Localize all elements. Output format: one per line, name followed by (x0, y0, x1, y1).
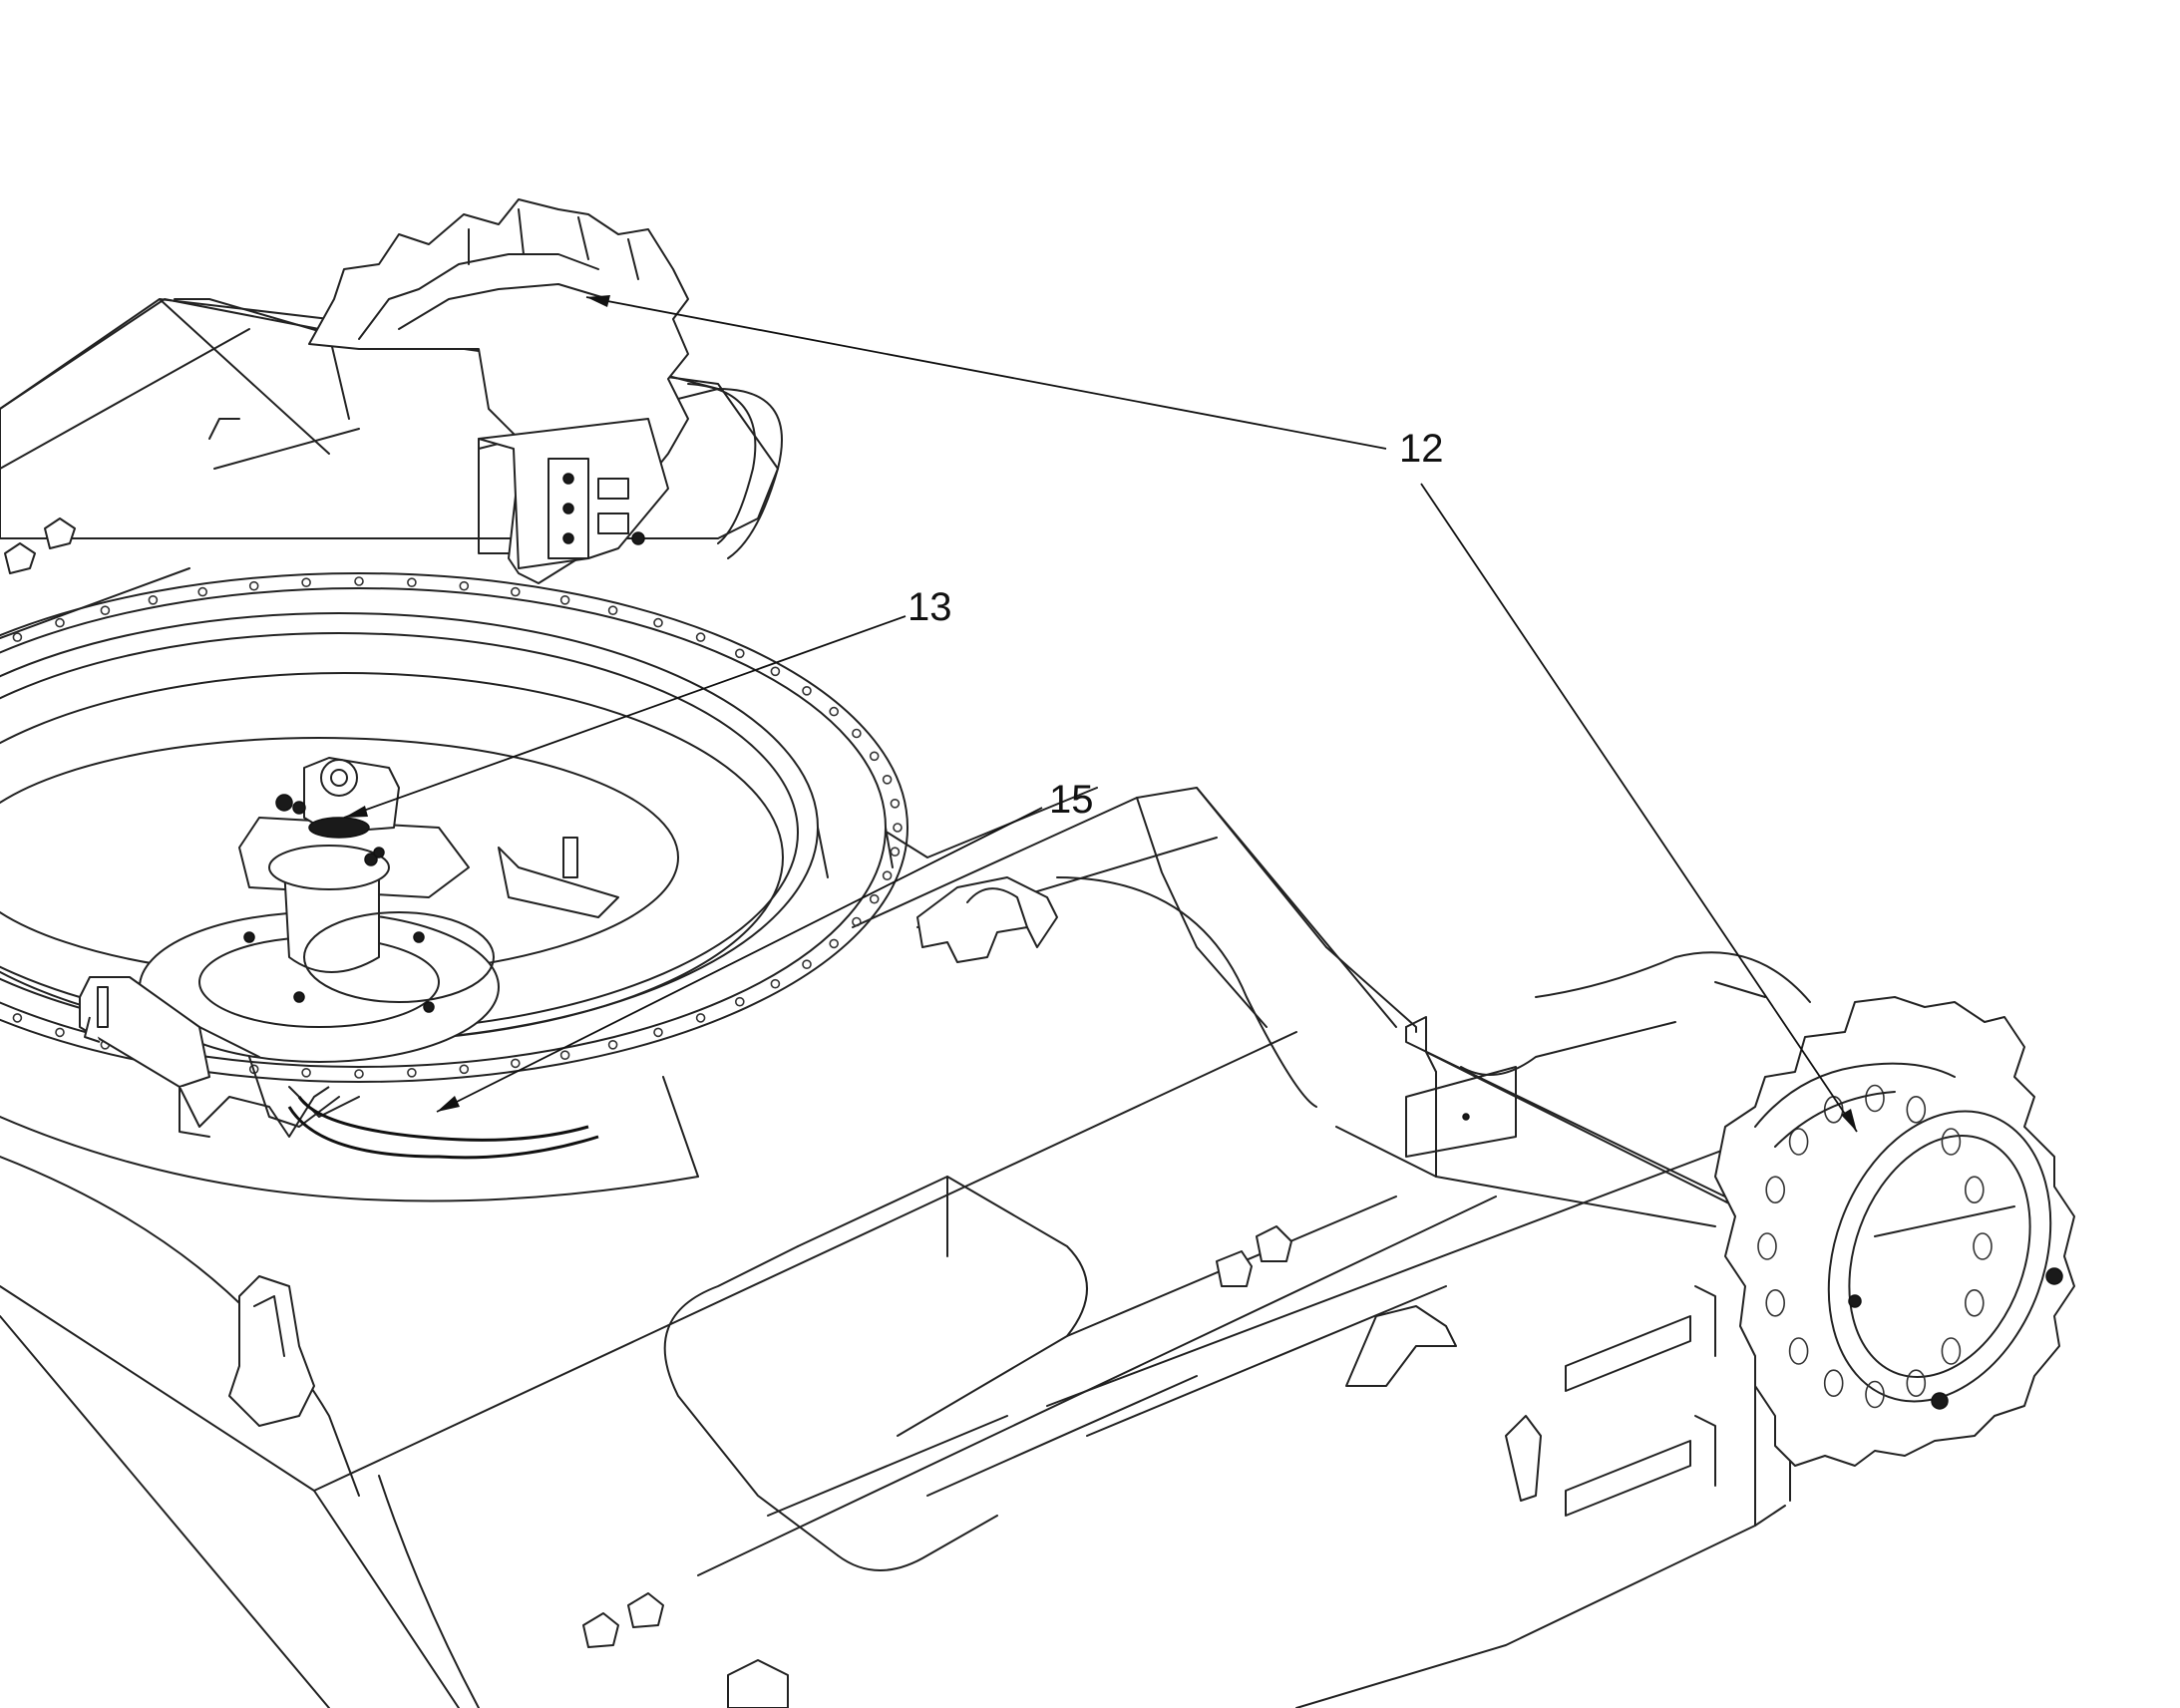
ring-bolt-hole (12, 1013, 23, 1023)
sprocket-roller (1865, 1380, 1885, 1409)
ring-bolt-hole (510, 586, 521, 597)
ring-bolt-hole (829, 706, 840, 717)
ring-bolt-hole (695, 632, 706, 642)
ring-bolt-hole (197, 586, 207, 597)
ring-bolt-hole (802, 685, 812, 696)
ring-bolt-hole (869, 751, 880, 762)
ring-bolt-hole (301, 1068, 311, 1078)
ring-bolt-hole (734, 996, 745, 1007)
arrowhead-12-lower (1841, 1109, 1857, 1132)
sprocket-roller (1765, 1176, 1785, 1203)
sprocket-roller (1906, 1096, 1927, 1124)
ring-bolt-hole (248, 580, 259, 591)
arrowhead-12-upper (586, 295, 610, 307)
leader-15 (436, 807, 1043, 1113)
ring-bolt-hole (354, 576, 364, 586)
ring-bolt-hole (607, 605, 618, 616)
sprocket-roller (1941, 1128, 1962, 1156)
ring-bolt-hole (890, 798, 901, 809)
sprocket-upper (308, 198, 689, 584)
ring-bolt-hole (559, 1050, 570, 1060)
arrowhead-13 (344, 806, 368, 818)
ring-bolt-hole (734, 648, 745, 659)
ring-bolt-hole (510, 1058, 521, 1069)
brackets (4, 517, 1716, 1708)
ring-bolt-hole (459, 580, 470, 591)
ring-bolt-hole (653, 1027, 663, 1038)
ring-bolt-hole (893, 823, 903, 833)
ring-bolt-hole (890, 847, 901, 857)
ring-bolt-hole (852, 728, 862, 739)
leader-12-lower (1420, 483, 1858, 1133)
slewing-ring (0, 572, 908, 1202)
sprocket-roller (1965, 1289, 1985, 1317)
sprocket-roller (1788, 1128, 1809, 1156)
ring-bolt-hole (882, 870, 893, 881)
sprocket-roller (1823, 1369, 1844, 1397)
sprocket-roller (1906, 1369, 1927, 1397)
callout-15: 15 (1049, 778, 1094, 822)
sprocket-roller (1757, 1232, 1777, 1260)
ring-bolt-hole (407, 577, 417, 588)
rotary-joint (79, 757, 619, 1160)
sprocket-roller (1941, 1337, 1962, 1365)
ring-bolt-hole (559, 594, 570, 605)
ring-bolt-hole (770, 666, 781, 677)
sprocket-roller (1765, 1289, 1785, 1317)
leader-12-upper (585, 296, 1387, 450)
callout-12: 12 (1399, 427, 1444, 471)
ring-bolt-hole (354, 1069, 364, 1079)
ring-bolt-hole (802, 959, 812, 970)
ring-bolt-hole (770, 978, 781, 989)
sprocket-roller (1788, 1337, 1809, 1365)
ring-bolt-holes (12, 576, 903, 1079)
ring-bolt-hole (301, 577, 311, 588)
ring-bolt-hole (12, 632, 23, 642)
ring-bolt-hole (407, 1068, 417, 1078)
ring-bolt-hole (55, 617, 65, 628)
leader-lines (343, 295, 1858, 1133)
ring-bolt-hole (459, 1064, 470, 1075)
sprocket-rollers (1757, 1084, 1993, 1409)
sprocket-lower (1714, 996, 2075, 1467)
ring-bolt-hole (869, 893, 880, 904)
ring-bolt-hole (100, 605, 111, 616)
ring-bolt-hole (55, 1027, 65, 1038)
sprocket-roller (1865, 1084, 1885, 1113)
ring-bolt-hole (653, 617, 663, 628)
ring-bolt-hole (882, 774, 893, 785)
leader-13 (343, 615, 907, 819)
callout-13: 13 (908, 585, 952, 629)
arrowhead-15 (437, 1096, 460, 1112)
sprocket-roller (1965, 1176, 1985, 1203)
ring-bolt-hole (607, 1040, 618, 1050)
ring-bolt-hole (852, 916, 862, 927)
sprocket-roller (1973, 1232, 1993, 1260)
ring-bolt-hole (829, 938, 840, 949)
ring-bolt-hole (695, 1013, 706, 1023)
ring-bolt-hole (148, 594, 159, 605)
